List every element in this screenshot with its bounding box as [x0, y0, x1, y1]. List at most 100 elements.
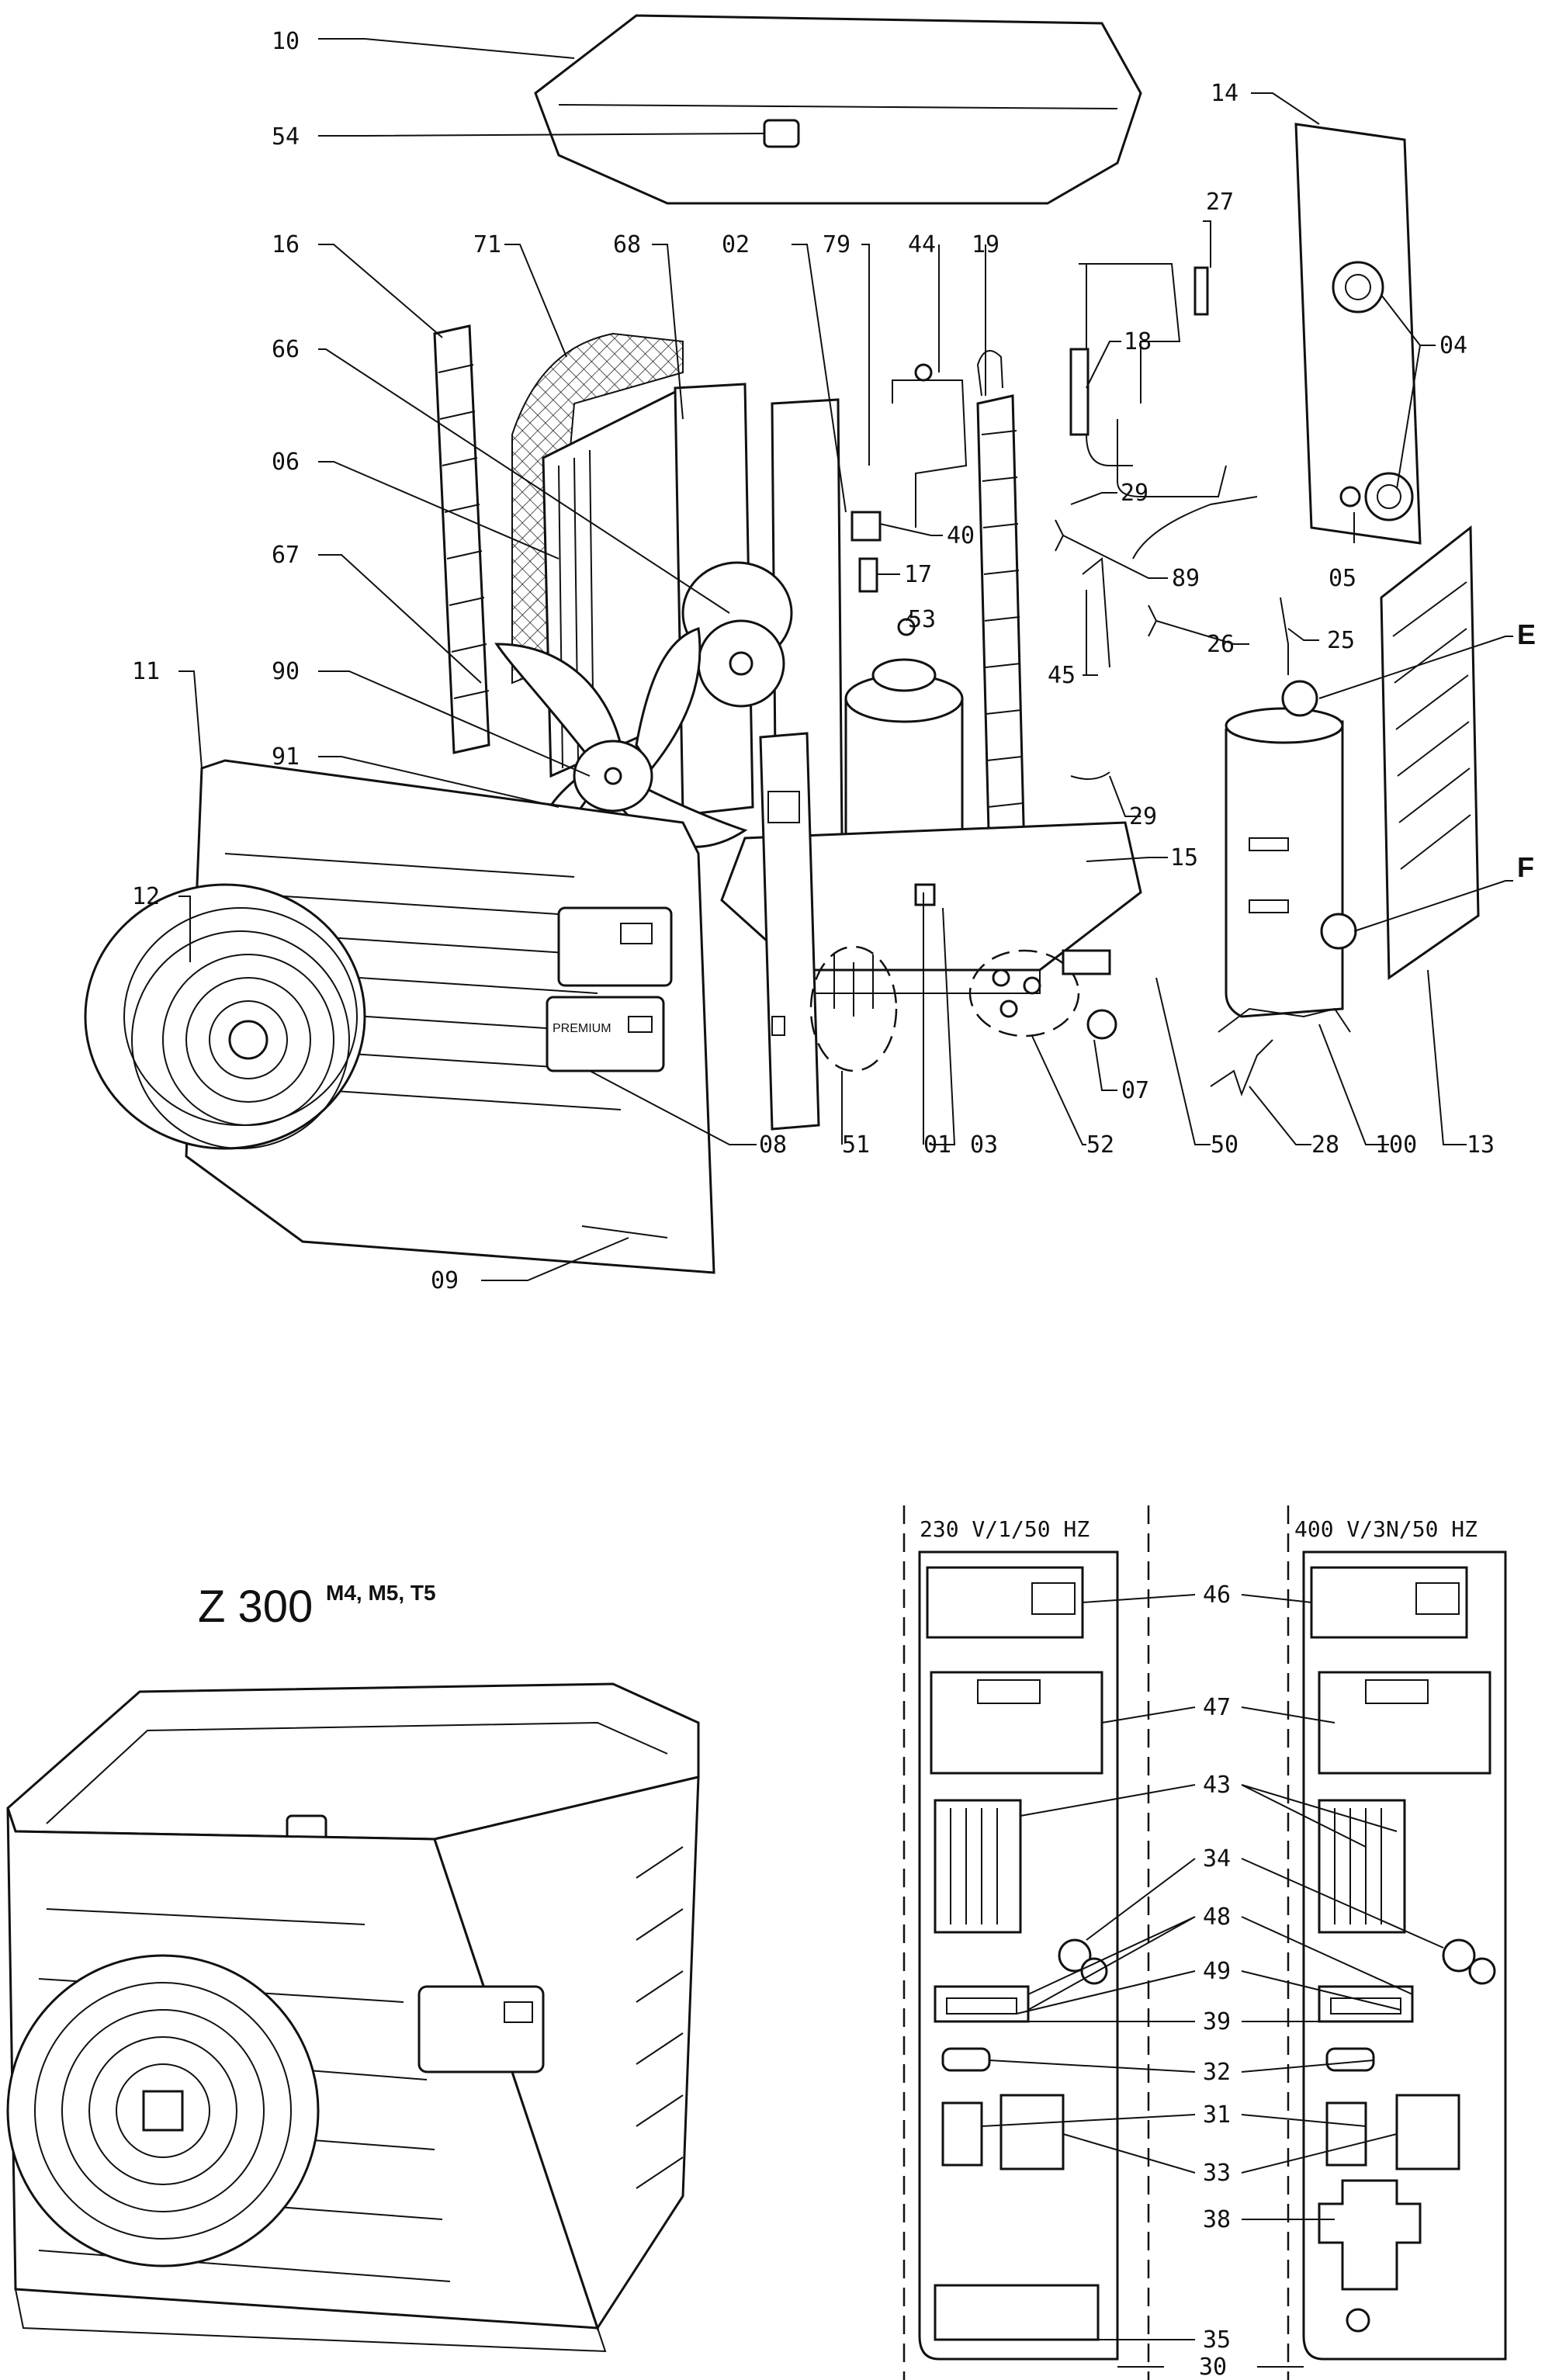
capacitor-34c: [1442, 1938, 1476, 1973]
callout-33: 33: [1203, 2160, 1231, 2187]
model-name: Z 300: [198, 1581, 313, 1632]
model-variants: M4, M5, T5: [326, 1581, 436, 1605]
callout-09: 09: [431, 1267, 459, 1294]
callout-39: 39: [1203, 2008, 1231, 2035]
callout-47: 47: [1203, 1694, 1231, 1721]
callout-34: 34: [1203, 1845, 1231, 1872]
probe-25: [1280, 597, 1289, 675]
capacitor-34a: [1058, 1938, 1092, 1973]
callout-91: 91: [272, 743, 300, 771]
callout-54: 54: [272, 123, 300, 151]
connector-32: [941, 2047, 991, 2072]
side-panel-14: [1294, 123, 1422, 545]
callout-32: 32: [1203, 2059, 1231, 2086]
terminal-block-43: [934, 1799, 1022, 1934]
pipe-29: [1070, 771, 1110, 780]
pipe-45: [1082, 557, 1110, 675]
capacitor-34b: [1080, 1957, 1108, 1985]
callout-03: 03: [970, 1131, 998, 1159]
contactor-31: [941, 2101, 983, 2167]
callout-67: 67: [272, 542, 300, 569]
callout-27: 27: [1206, 189, 1234, 216]
callout-48: 48: [1203, 1904, 1231, 1931]
callout-12: 12: [132, 883, 160, 910]
callout-02: 02: [722, 231, 750, 258]
callout-16: 16: [272, 231, 300, 258]
right-panel-13: [1380, 525, 1480, 980]
leader-lines: [178, 38, 1513, 1281]
assembled-display: [417, 1985, 545, 2073]
sensor-44: [914, 363, 933, 382]
callout-14: 14: [1211, 80, 1238, 107]
callout-17: 17: [904, 561, 932, 588]
fuse-49: [946, 1997, 1017, 2015]
sensor-53: [897, 618, 916, 636]
callout-79: 79: [823, 231, 850, 258]
terminal-block-43b: [1318, 1799, 1406, 1934]
callout-05: 05: [1329, 565, 1356, 592]
foot-pad: [1062, 949, 1111, 975]
condenser: [976, 394, 1026, 863]
display-board-47: [930, 1671, 1103, 1775]
callout-labels: 10 54 14 16 71 68 02 79 44 19 27 04 18 6…: [132, 28, 1536, 1294]
nut-group-52: [968, 949, 1080, 1038]
relay-48: [934, 1985, 1030, 2023]
grommet-05: [1339, 486, 1361, 508]
contactor-31b: [1325, 2101, 1367, 2167]
callout-07: 07: [1121, 1077, 1149, 1104]
callout-25: 25: [1327, 627, 1355, 654]
condenser-pipe: [976, 350, 1003, 397]
callout-50: 50: [1211, 1131, 1238, 1159]
callout-04: 04: [1439, 332, 1467, 359]
callout-43: 43: [1203, 1772, 1231, 1799]
callout-18: 18: [1124, 328, 1152, 355]
callout-e: E: [1517, 618, 1536, 650]
control-board-46: [926, 1566, 1084, 1639]
callout-f: F: [1517, 851, 1534, 883]
callout-35: 35: [1203, 2326, 1231, 2354]
sensor-17: [858, 557, 878, 593]
callout-38: 38: [1203, 2206, 1231, 2233]
cable-gland-38: [1318, 2179, 1422, 2291]
fan-motor: [681, 561, 793, 708]
refrigerant-pipes: [892, 379, 968, 528]
callout-44: 44: [908, 231, 936, 258]
premium-display: [546, 996, 665, 1072]
terminal-33b: [1395, 2094, 1460, 2170]
assembled-unit: [6, 1682, 700, 2353]
callout-52: 52: [1086, 1131, 1114, 1159]
model-title: Z 300 M4, M5, T5: [198, 1581, 436, 1632]
relay-48b: [1318, 1985, 1414, 2023]
callout-15: 15: [1170, 844, 1198, 871]
panel-230v: [918, 1550, 1119, 2361]
callout-06: 06: [272, 449, 300, 476]
terminal-33: [999, 2094, 1065, 2170]
voltage-single-phase: 230 V/1/50 HZ: [920, 1516, 1090, 1542]
exploded-view: PREMIUM: [84, 14, 1480, 1274]
callout-29a: 29: [1121, 480, 1148, 507]
callout-68: 68: [613, 231, 641, 258]
filter-35: [934, 2284, 1100, 2341]
connector-32b: [1325, 2047, 1375, 2072]
callout-31: 31: [1203, 2101, 1231, 2129]
callout-19: 19: [972, 231, 999, 258]
callout-13: 13: [1467, 1131, 1495, 1159]
callout-28: 28: [1311, 1131, 1339, 1159]
control-bracket: [759, 732, 820, 1131]
callout-100: 100: [1375, 1131, 1417, 1159]
voltage-three-phase: 400 V/3N/50 HZ: [1294, 1516, 1478, 1542]
expansion-valve: [1069, 348, 1090, 436]
callout-71: 71: [473, 231, 501, 258]
callout-89: 89: [1172, 565, 1200, 592]
probe-26: [1148, 605, 1158, 637]
callout-30: 30: [1199, 2354, 1227, 2380]
panel-callouts: 46 47 43 34 48 49 39 32 31 33 38 35 30: [1199, 1581, 1231, 2380]
solenoid-40: [850, 511, 882, 542]
fan-grille: [84, 883, 366, 1150]
panel-leaders: [981, 1594, 1444, 2368]
callout-26: 26: [1207, 631, 1235, 658]
callout-08: 08: [759, 1131, 787, 1159]
callout-01: 01: [923, 1131, 951, 1159]
callout-29b: 29: [1129, 803, 1157, 830]
